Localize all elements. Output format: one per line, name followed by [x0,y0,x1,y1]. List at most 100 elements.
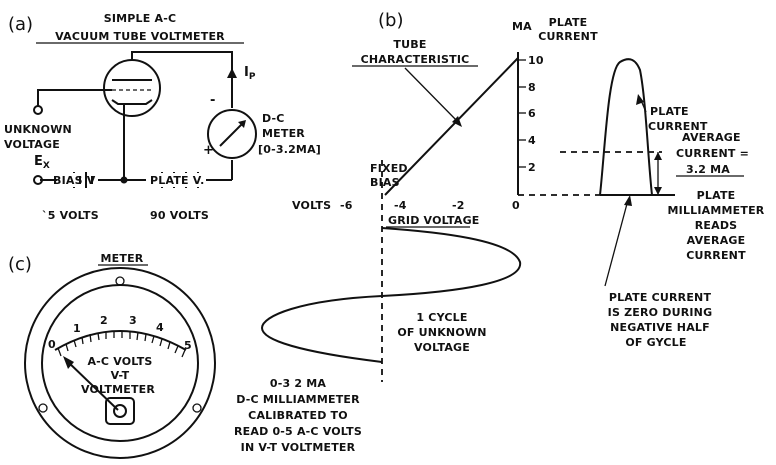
plate-current-top-2: CURRENT [538,30,598,43]
plate-wire [131,51,233,108]
unknown-voltage-line1: UNKNOWN [4,123,72,136]
meter-hub [105,397,135,425]
plate-current-arrow-icon [636,94,644,105]
panel-c-label: (c) [8,254,32,275]
meter-screw-top [115,276,125,286]
y-tick-group [518,59,526,168]
input-terminal-bottom [33,175,43,185]
meter-screw-left [38,403,48,413]
meter-scale-ticks [57,331,186,358]
meter-needle-icon [219,121,245,147]
cycle-line3: VOLTAGE [414,341,470,354]
zero-line4: OF GYCLE [625,336,686,349]
ma-label: MA [512,20,532,33]
average-arrow-up-icon [654,152,662,160]
meter-note-line1: 0-3 2 MA [270,377,327,390]
bias-v-text: BIAS V [53,174,96,187]
vacuum-tube-envelope [103,59,161,117]
scale-4: 4 [156,321,164,334]
ex-label: EX [34,154,50,171]
meter-needle-arrow-icon [238,120,246,128]
unknown-voltage-sine-wave [260,227,522,363]
meter-title: METER [101,252,144,265]
x-tick-0: 0 [512,199,520,212]
y-tick-6: 6 [528,107,536,120]
zero-line1: PLATE CURRENT [609,291,712,304]
tube-char-leader [404,67,461,125]
plate-current-curve-1: PLATE [650,105,689,118]
fixed-bias-line2: BIAS [370,176,400,189]
y-tick-4: 4 [528,134,536,147]
avg-current-line1: AVERAGE [682,131,741,144]
x-axis-label: GRID VOLTAGE [388,214,480,227]
plate-current-curve-2: CURRENT [648,120,708,133]
dc-meter-symbol [207,109,257,159]
x-tick-minus2: -2 [452,199,465,212]
unknown-voltage-line2: VOLTAGE [4,138,60,151]
meter-minus: - [210,93,215,108]
zero-line2: IS ZERO DURING [608,306,713,319]
meter-face-line1: A-C VOLTS [87,355,152,368]
reads-line3: READS [695,219,738,232]
plate-label-bg [146,173,206,187]
meter-scale-arc [54,330,187,351]
reads-line1: PLATE [697,189,736,202]
avg-current-line3: 3.2 MA [686,163,730,176]
meter-note-line3: CALIBRATED TO [248,409,348,422]
meter-note-line4: READ 0-5 A-C VOLTS [234,425,362,438]
y-tick-2: 2 [528,161,536,174]
fixed-bias-line1: FIXED [370,162,408,175]
meter-plus: + [203,143,214,158]
scale-3: 3 [129,314,137,327]
panel-c-meter: (c) METER 0 1 2 [8,252,362,459]
x-axis-volts: VOLTS [292,199,331,212]
meter-face-line2: V-T [111,369,130,382]
meter-screw-right [192,403,202,413]
tube-characteristic-line [384,57,519,196]
grid-wire [37,89,112,106]
scale-1: 1 [73,322,81,335]
avg-current-line2: CURRENT = [676,147,749,160]
zero-current-leader [604,199,629,287]
y-tick-8: 8 [528,81,536,94]
reads-line2: MILLIAMMETER [668,204,765,217]
meter-needle [65,359,119,411]
scale-2: 2 [100,314,108,327]
average-arrow-down-icon [654,187,662,195]
panel-a-title-line1: SIMPLE A-C [104,12,177,25]
meter-pivot [113,404,127,418]
meter-needle-tip-icon [63,356,74,369]
plate-current-pulse [599,58,653,196]
panel-b-label: (b) [378,10,403,31]
reads-line5: CURRENT [686,249,746,262]
plate-volts-label: 90 VOLTS [150,209,209,222]
tube-char-line1: TUBE [393,38,426,51]
panel-a-title-line2: VACUUM TUBE VOLTMETER [55,30,225,43]
meter-note-line2: D-C MILLIAMMETER [236,393,360,406]
bias-label-bg [57,173,79,187]
cycle-line2: OF UNKNOWN [397,326,486,339]
ip-label: IP [244,65,256,82]
meter-label-line1: D-C [262,112,285,125]
x-tick-minus4: -4 [394,199,407,212]
meter-label-line2: METER [262,127,305,140]
input-terminal-top [33,105,43,115]
plate-v-label: PLATE V. [150,174,204,187]
tube-char-line2: CHARACTERISTIC [361,53,470,66]
panel-b-graph: (b) TUBE CHARACTERISTIC MA PLATE CURRENT… [260,10,765,382]
reads-line4: AVERAGE [687,234,746,247]
panel-a-circuit: (a) SIMPLE A-C VACUUM TUBE VOLTMETER [4,12,321,222]
panel-a-label: (a) [8,14,33,35]
meter-outer-ring [24,267,216,459]
bias-volts-label: `5 VOLTS [42,209,99,222]
x-tick-minus6: -6 [340,199,353,212]
zero-current-arrow-icon [624,195,632,206]
tube-cathode [111,99,153,105]
scale-5: 5 [184,339,192,352]
cycle-line1: 1 CYCLE [416,311,467,324]
meter-label-line3: [0-3.2MA] [258,143,321,156]
zero-line3: NEGATIVE HALF [610,321,710,334]
scale-0: 0 [48,338,56,351]
